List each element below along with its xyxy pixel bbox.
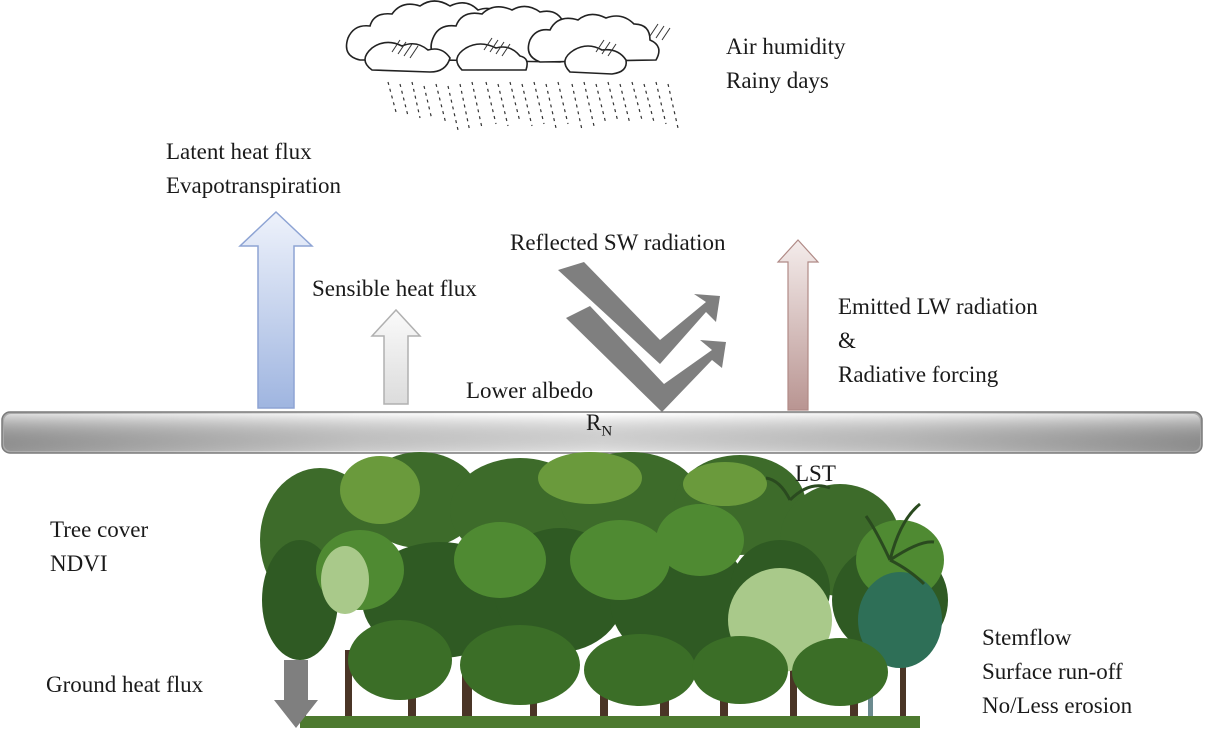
forest-canopy-image <box>260 452 948 728</box>
ground-heat-arrow <box>274 660 318 728</box>
net-radiation-symbol: R <box>586 410 602 435</box>
air-humidity-label: Air humidity <box>726 34 846 59</box>
latent-heat-arrow <box>238 210 314 409</box>
lower-albedo-label: Lower albedo <box>466 378 594 403</box>
reflected-sw-label: Reflected SW radiation <box>510 230 726 255</box>
reflected-sw-arrow-2 <box>566 306 726 412</box>
sensible-heat-arrow <box>370 308 422 405</box>
net-radiation-label: RN <box>586 406 612 449</box>
radiative-forcing-label: Radiative forcing <box>838 362 999 387</box>
tree-cover-label: Tree cover <box>50 517 149 542</box>
lst-label: LST <box>795 461 836 486</box>
reflected-sw-arrow-1 <box>558 262 720 364</box>
atmosphere-label-group: Air humidity Rainy days <box>726 30 845 98</box>
surface-runoff-label: Surface run-off <box>982 659 1123 684</box>
emitted-lw-label: Emitted LW radiation <box>838 294 1038 319</box>
ground-heat-flux-label: Ground heat flux <box>46 672 204 697</box>
rain-cloud-icon <box>345 0 671 75</box>
rainy-days-label: Rainy days <box>726 68 829 93</box>
erosion-label: No/Less erosion <box>982 693 1133 718</box>
vegetation-label-group: Tree cover NDVI <box>50 513 148 581</box>
latent-label-group: Latent heat flux Evapotranspiration <box>166 135 341 203</box>
evapotranspiration-label: Evapotranspiration <box>166 173 342 198</box>
sensible-heat-flux-label: Sensible heat flux <box>312 276 477 301</box>
stemflow-label: Stemflow <box>982 625 1072 650</box>
emitted-lw-arrow <box>776 239 820 411</box>
hydrology-label-group: Stemflow Surface run-off No/Less erosion <box>982 621 1132 723</box>
latent-heat-flux-label: Latent heat flux <box>166 139 312 164</box>
emitted-label-group: Emitted LW radiation & Radiative forcing <box>838 290 1038 392</box>
rain-drops <box>387 81 679 133</box>
ampersand-label: & <box>838 328 856 353</box>
ndvi-label: NDVI <box>50 551 108 576</box>
net-radiation-subscript: N <box>601 423 613 440</box>
